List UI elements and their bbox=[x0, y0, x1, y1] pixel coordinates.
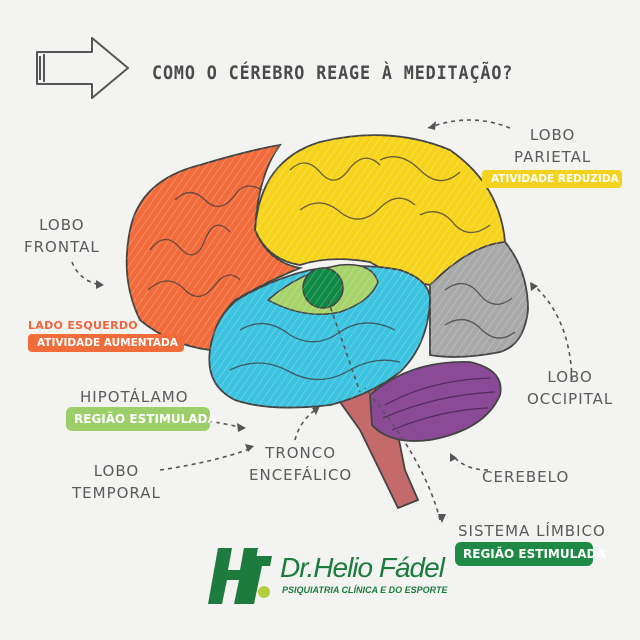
label-tronco-line1: TRONCO bbox=[265, 444, 337, 462]
label-lobo-occipital-line2: OCCIPITAL bbox=[527, 390, 614, 408]
label-lobo-temporal: LOBO TEMPORAL bbox=[72, 460, 161, 504]
page-title: COMO O CÉREBRO REAGE À MEDITAÇÃO? bbox=[152, 62, 514, 84]
label-lobo-frontal-line2: FRONTAL bbox=[24, 238, 100, 256]
brand-name: Dr.Helio Fádel bbox=[280, 552, 445, 583]
label-lobo-frontal-line1: LOBO bbox=[39, 216, 85, 234]
label-tronco-line2: ENCEFÁLICO bbox=[249, 466, 353, 484]
label-cerebelo: CEREBELO bbox=[482, 468, 570, 486]
label-hipotalamo: HIPOTÁLAMO bbox=[80, 388, 189, 406]
tag-atividade-reduzida: ATIVIDADE REDUZIDA bbox=[482, 170, 622, 188]
cerebellum-region bbox=[369, 361, 502, 442]
label-lobo-parietal: LOBO PARIETAL bbox=[514, 124, 591, 168]
label-lobo-temporal-line2: TEMPORAL bbox=[72, 484, 161, 502]
tag-atividade-aumentada: ATIVIDADE AUMENTADA bbox=[28, 334, 184, 352]
brand-subtitle: PSIQUIATRIA CLÍNICA E DO ESPORTE bbox=[282, 585, 448, 595]
label-tronco-encefalico: TRONCO ENCEFÁLICO bbox=[249, 442, 352, 486]
tag-regiao-estimulada-limbico: REGIÃO ESTIMULADA bbox=[455, 542, 606, 566]
label-lobo-occipital-line1: LOBO bbox=[547, 368, 593, 386]
tag-regiao-estimulada-hipotalamo: REGIÃO ESTIMULADA bbox=[66, 407, 217, 431]
label-lobo-parietal-line2: PARIETAL bbox=[514, 148, 592, 166]
label-lobo-occipital: LOBO OCCIPITAL bbox=[527, 366, 613, 410]
label-lobo-temporal-line1: LOBO bbox=[93, 462, 140, 480]
label-lobo-frontal: LOBO FRONTAL bbox=[24, 214, 100, 258]
label-sistema-limbico: SISTEMA LÍMBICO bbox=[458, 522, 606, 540]
label-lado-esquerdo: LADO ESQUERDO bbox=[28, 319, 138, 332]
label-lobo-parietal-line1: LOBO bbox=[529, 126, 576, 144]
